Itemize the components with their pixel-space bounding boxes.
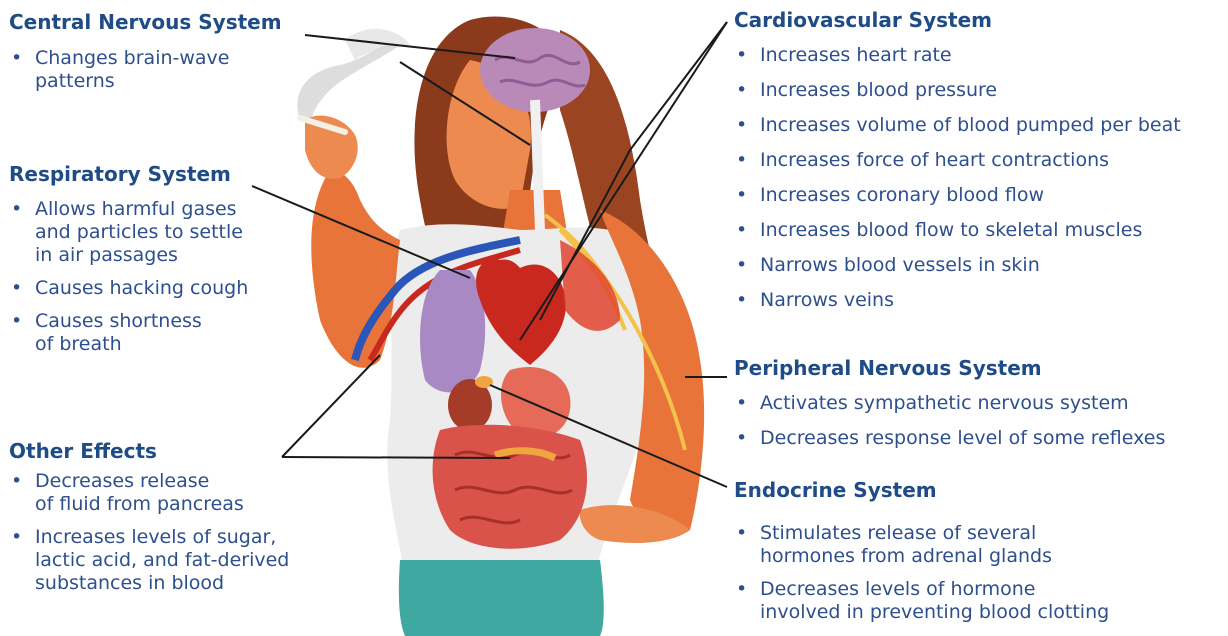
section-cardiovascular-system: Cardiovascular System Increases heart ra… [734, 7, 1181, 324]
list-item: Increases levels of sugar, lactic acid, … [9, 526, 289, 595]
leader-other-1 [282, 355, 380, 457]
left-arm [311, 170, 400, 368]
smoke-plume [297, 44, 400, 125]
list-item: Allows harmful gases and particles to se… [9, 198, 248, 267]
list-item: Changes brain-wave [9, 47, 282, 70]
list-item-text: substances in blood [35, 572, 224, 594]
list-item-text: and particles to settle [35, 221, 243, 243]
heading-cardiovascular-system: Cardiovascular System [734, 7, 1181, 33]
list-item: Activates sympathetic nervous system [734, 392, 1165, 415]
list-item: Decreases release of fluid from pancreas [9, 470, 289, 516]
list-item-text: Decreases levels of hormone [760, 578, 1036, 600]
section-respiratory-system: Respiratory System Allows harmful gases … [9, 161, 248, 366]
list-item: Stimulates release of several hormones f… [734, 522, 1109, 568]
spinal-cord [535, 100, 540, 230]
list-item-text: of breath [35, 333, 122, 355]
heading-other-effects: Other Effects [9, 438, 289, 464]
list-item: Increases coronary blood flow [734, 184, 1181, 207]
section-endocrine-system: Endocrine System Stimulates release of s… [734, 477, 1109, 634]
list-item-text: Allows harmful gases [35, 198, 237, 220]
list-item-text: Causes hacking cough [35, 277, 248, 299]
list-item: Increases volume of blood pumped per bea… [734, 114, 1181, 137]
list-item: Increases force of heart contractions [734, 149, 1181, 172]
heading-peripheral-nervous-system: Peripheral Nervous System [734, 355, 1165, 381]
list-item: Increases blood flow to skeletal muscles [734, 219, 1181, 242]
list-item: Causes hacking cough [9, 277, 248, 300]
section-central-nervous-system: Central Nervous System Changes brain-wav… [9, 9, 282, 93]
list-item-text: lactic acid, and fat-derived [35, 549, 289, 571]
section-peripheral-nervous-system: Peripheral Nervous System Activates symp… [734, 355, 1165, 462]
heading-respiratory-system: Respiratory System [9, 161, 248, 187]
list-item: Increases heart rate [734, 44, 1181, 67]
lung [420, 270, 485, 392]
list-item: Decreases response level of some reflexe… [734, 427, 1165, 450]
list-item: Decreases levels of hormone involved in … [734, 578, 1109, 624]
list-item-text: hormones from adrenal glands [760, 545, 1052, 567]
list-item-text: Causes shortness [35, 310, 202, 332]
list-item: Causes shortness of breath [9, 310, 248, 356]
list-item-continued: patterns [9, 70, 282, 93]
heading-endocrine-system: Endocrine System [734, 477, 1109, 503]
list-item: Increases blood pressure [734, 79, 1181, 102]
intestines [433, 425, 587, 549]
pants [399, 560, 604, 636]
section-other-effects: Other Effects Decreases release of fluid… [9, 438, 289, 605]
heading-central-nervous-system: Central Nervous System [9, 9, 282, 35]
list-item-text: of fluid from pancreas [35, 493, 244, 515]
list-item-text: in air passages [35, 244, 178, 266]
list-item-text: Decreases release [35, 470, 209, 492]
list-item: Narrows blood vessels in skin [734, 254, 1181, 277]
list-item: Narrows veins [734, 289, 1181, 312]
leader-other-2 [282, 457, 510, 458]
list-item-text: Increases levels of sugar, [35, 526, 276, 548]
list-item-text: involved in preventing blood clotting [760, 601, 1109, 623]
list-item-text: Stimulates release of several [760, 522, 1036, 544]
brain [480, 28, 590, 112]
